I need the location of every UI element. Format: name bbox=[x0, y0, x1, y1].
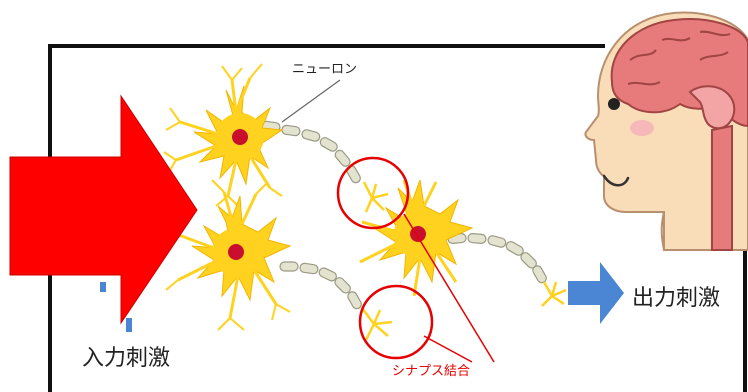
input-arrow-shadow bbox=[100, 282, 106, 292]
synapse-marker-2 bbox=[358, 284, 434, 360]
head-with-brain-icon bbox=[584, 11, 748, 251]
head-cheek bbox=[630, 120, 654, 136]
synapse-pointer-1 bbox=[403, 213, 495, 363]
neuron-label: ニューロン bbox=[292, 62, 358, 77]
blue-arrow-icon bbox=[568, 262, 624, 324]
large-red-arrow-icon bbox=[9, 94, 198, 325]
head-mouth bbox=[602, 174, 630, 187]
axon-terminal-3 bbox=[541, 281, 567, 307]
axon-3 bbox=[447, 233, 547, 284]
diagram-frame bbox=[48, 44, 605, 392]
neuron-leader-line bbox=[281, 79, 341, 123]
output-stimulus-label: 出力刺激 bbox=[632, 286, 721, 311]
nucleus-1 bbox=[232, 129, 248, 145]
input-stimulus-label: 入力刺激 bbox=[82, 346, 171, 371]
axon-terminal-1 bbox=[362, 181, 389, 213]
neuron-cell-1 bbox=[163, 63, 284, 209]
axon-1 bbox=[261, 120, 361, 184]
synapse-marker-1 bbox=[336, 156, 410, 230]
axon-2 bbox=[279, 261, 362, 310]
nucleus-2 bbox=[228, 244, 244, 260]
neuron-cell-2 bbox=[161, 179, 292, 331]
axon-terminal-2 bbox=[361, 307, 393, 341]
synapse-label: シナプス結合 bbox=[392, 364, 471, 379]
head-eye bbox=[608, 98, 620, 110]
input-arrow-shadow-2 bbox=[126, 318, 132, 332]
synapse-pointer-2 bbox=[423, 335, 473, 363]
